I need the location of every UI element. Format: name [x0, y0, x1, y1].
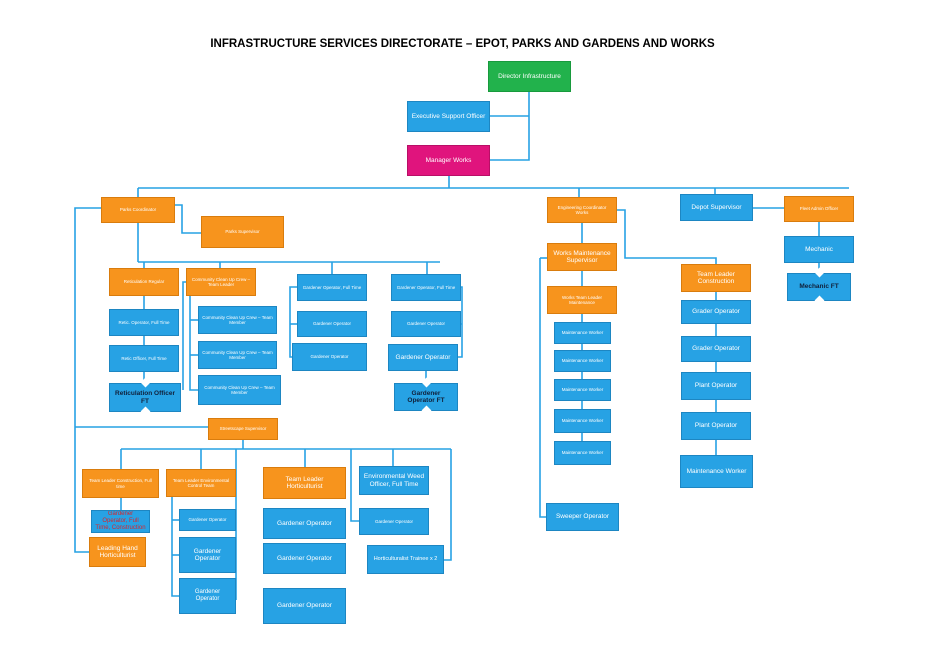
node-gardener-operator: Gardener Operator	[297, 311, 367, 337]
node-cleanup-team-leader: Community Clean Up Crew – Team Leader	[186, 268, 256, 296]
node-grader-operator: Grader Operator	[681, 300, 751, 324]
node-gardener-operator: Gardener Operator	[391, 311, 461, 337]
node-reticulation-regular: Reticulation Regular	[109, 268, 179, 296]
node-maintenance-worker: Maintenance Worker	[554, 379, 611, 401]
connector-line	[289, 286, 297, 358]
node-team-leader-construction-ft: Team Leader Construction, Full time	[82, 469, 159, 498]
node-cleanup-team-member: Community Clean Up Crew – Team Member	[198, 341, 277, 369]
node-plant-operator: Plant Operator	[681, 412, 751, 440]
chart-title: INFRASTRUCTURE SERVICES DIRECTORATE – EP…	[210, 38, 715, 50]
node-manager-works: Manager Works	[407, 145, 490, 176]
node-works-team-leader-maintenance: Works Team Leader Maintenance	[547, 286, 617, 314]
node-team-leader-environmental-control: Team Leader Environmental Control Team	[166, 469, 236, 497]
connector-line	[74, 207, 101, 553]
node-streetscape-supervisor: Streetscape Supervisor	[208, 418, 278, 440]
node-gardener-operator-ft: Gardener Operator, Full Time	[297, 274, 367, 301]
connector-line	[182, 281, 186, 390]
node-gardener-operator-construction: Gardener Operator, Full Time, Constructi…	[91, 510, 150, 533]
node-parks-supervisor: Parks Supervisor	[201, 216, 284, 248]
node-environmental-weed-officer: Environmental Weed Officer, Full Time	[359, 466, 429, 495]
connector-line	[617, 209, 717, 264]
node-gardener-operator: Gardener Operator	[179, 537, 236, 573]
node-maintenance-worker: Maintenance Worker	[554, 441, 611, 465]
node-fleet-admin-officer: Fleet Admin Officer	[784, 196, 854, 222]
node-retic-officer: Retic Officer, Full Time	[109, 345, 179, 372]
node-gardener-operator: Gardener Operator	[359, 508, 429, 535]
node-director-infrastructure: Director Infrastructure	[488, 61, 571, 92]
node-grader-operator: Grader Operator	[681, 336, 751, 362]
connector-line	[490, 92, 530, 161]
node-gardener-operator: Gardener Operator	[263, 588, 346, 624]
node-plant-operator: Plant Operator	[681, 372, 751, 400]
connector-line	[175, 204, 201, 234]
node-depot-supervisor: Depot Supervisor	[680, 194, 753, 221]
node-gardener-operator: Gardener Operator	[263, 543, 346, 574]
node-gardener-operator: Gardener Operator	[388, 344, 458, 371]
node-leading-hand-horticulturist: Leading Hand Horticulturist	[89, 537, 146, 567]
node-works-maintenance-supervisor: Works Maintenance Supervisor	[547, 243, 617, 271]
node-maintenance-worker: Maintenance Worker	[680, 455, 753, 488]
connector-line	[444, 449, 452, 561]
node-sweeper-operator: Sweeper Operator	[546, 503, 619, 531]
node-team-leader-construction: Team Leader Construction	[681, 264, 751, 292]
connector-line	[171, 497, 179, 597]
node-cleanup-team-member: Community Clean Up Crew – Team Member	[198, 375, 281, 405]
node-cleanup-team-member: Community Clean Up Crew – Team Member	[198, 306, 277, 334]
node-horticulturalist-trainee: Horticulturalist Trainee x 2	[367, 545, 444, 574]
node-gardener-operator-ft: Gardener Operator, Full Time	[391, 274, 461, 301]
node-parks-coordinator: Parks Coordinator	[101, 197, 175, 223]
node-gardener-operator: Gardener Operator	[292, 343, 367, 371]
node-retic-operator: Retic. Operator, Full Time	[109, 309, 179, 336]
node-team-leader-horticulturist: Team Leader Horticulturist	[263, 467, 346, 499]
node-engineering-coordinator-works: Engineering Coordinator Works	[547, 197, 617, 223]
node-maintenance-worker: Maintenance Worker	[554, 409, 611, 433]
node-mechanic: Mechanic	[784, 236, 854, 263]
connector-line	[350, 449, 359, 522]
node-maintenance-worker: Maintenance Worker	[554, 350, 611, 372]
node-gardener-operator: Gardener Operator	[263, 508, 346, 539]
node-maintenance-worker: Maintenance Worker	[554, 322, 611, 344]
node-gardener-operator: Gardener Operator	[179, 509, 236, 531]
connector-line	[189, 296, 198, 391]
connector-line	[539, 258, 546, 518]
node-executive-support-officer: Executive Support Officer	[407, 101, 490, 132]
node-gardener-operator: Gardener Operator	[179, 578, 236, 614]
